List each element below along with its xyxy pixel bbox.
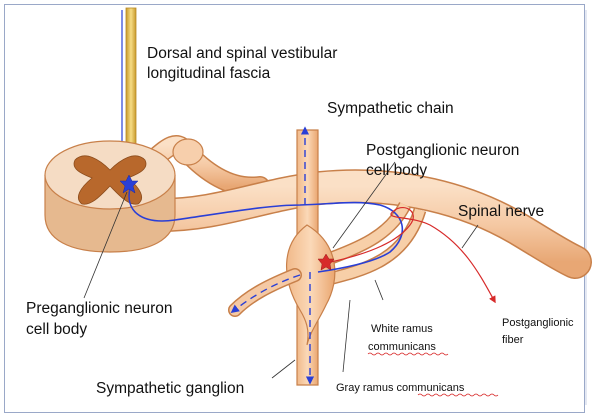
postganglionic-fiber [325, 206, 496, 304]
spinal-cord-section [44, 140, 176, 253]
blue-star-icon [119, 174, 139, 194]
spinal-nerve-label: Spinal nerve [458, 203, 544, 220]
leader-lines [83, 161, 479, 379]
gray-matter-butterfly [73, 155, 147, 205]
dorsal-root [140, 135, 270, 197]
red-star-icon [317, 253, 335, 271]
preganglionic-cell-label-line1: Preganglionic neuron [26, 300, 173, 317]
sympathetic-ganglion-label: Sympathetic ganglion [96, 380, 244, 397]
figure-frame [4, 4, 585, 413]
spellcheck-underlines [367, 352, 499, 397]
preganglionic-cell-label-line2: cell body [26, 321, 87, 338]
fascia-label-line1: Dorsal and spinal vestibular [147, 45, 337, 62]
spinal-nerve [143, 169, 592, 279]
sympathetic-ganglion-body [285, 224, 336, 346]
white-ramus-label-line2: communicans [368, 341, 436, 353]
postganglionic-cell-label-line1: Postganglionic neuron [366, 142, 519, 159]
postganglionic-fiber-label-line2: fiber [502, 334, 524, 346]
fascia-label-line2: longitudinal fascia [147, 65, 271, 82]
preganglionic-fiber [128, 126, 404, 385]
white-ramus-label-line1: White ramus [371, 323, 433, 335]
postganglionic-fiber-label-line1: Postganglionic [502, 317, 574, 329]
sympathetic-chain-label: Sympathetic chain [327, 100, 454, 117]
dorsal-root-ganglion [172, 138, 204, 166]
postganglionic-cell-label-line2: cell body [366, 162, 427, 179]
sympathetic-chain [228, 129, 336, 386]
gray-ramus-label: Gray ramus communicans [336, 382, 465, 394]
